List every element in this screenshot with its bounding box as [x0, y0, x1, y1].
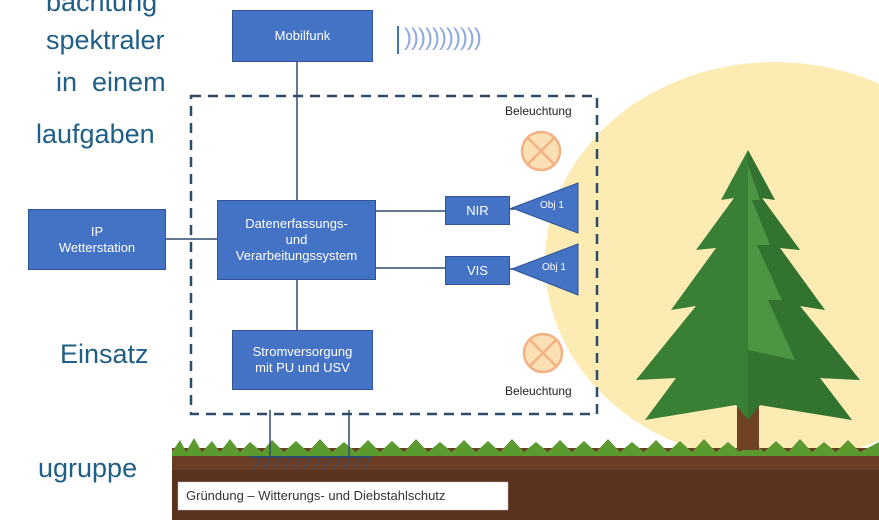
- stromversorgung-box: Stromversorgung mit PU und USV: [232, 330, 373, 390]
- strom-label-2: mit PU und USV: [255, 360, 350, 375]
- mobilfunk-label: Mobilfunk: [274, 28, 331, 43]
- side-text-line-6: ugruppe: [38, 453, 138, 483]
- obj1-bottom-label: Obj 1: [542, 262, 566, 273]
- ground-symbol: [250, 456, 372, 471]
- datenerfassung-label-2: und: [285, 232, 308, 247]
- enclosure-dashed: [189, 94, 599, 416]
- datenerfassung-label-3: Verarbeitungssystem: [235, 248, 358, 263]
- ip-label: IP: [90, 223, 104, 239]
- nir-box: NIR: [445, 196, 510, 225]
- beleuchtung-bottom-label: Beleuchtung: [505, 384, 572, 398]
- tree-crown: [636, 150, 860, 420]
- side-text-line-2: spektraler: [46, 25, 165, 55]
- ip-wetterstation-box: IP Wetterstation: [28, 209, 166, 270]
- side-text-line-5: Einsatz: [60, 339, 149, 369]
- lamp-bottom-icon: [522, 332, 564, 374]
- obj1-top-label: Obj 1: [540, 200, 564, 211]
- nir-label: NIR: [466, 202, 489, 218]
- wetterstation-label: Wetterstation: [58, 239, 136, 255]
- obj1-top-lens: [510, 182, 579, 234]
- side-text-line-3: in einem: [56, 67, 166, 97]
- vis-box: VIS: [445, 256, 510, 285]
- gruendung-label: Gründung – Witterungs- und Diebstahlschu…: [186, 488, 446, 503]
- wireless-signal-icon: ))))))))))): [404, 24, 482, 51]
- mobilfunk-box: Mobilfunk: [232, 10, 373, 62]
- lamp-top-icon: [520, 130, 562, 172]
- obj1-bottom-lens: [510, 243, 579, 296]
- vis-label: VIS: [467, 262, 488, 278]
- gruendung-label-bg: [177, 481, 509, 511]
- side-text-line-4: laufgaben: [36, 119, 155, 149]
- strom-label-1: Stromversorgung: [252, 344, 353, 359]
- side-text-line-1: bachtung: [46, 0, 158, 17]
- datenerfassung-label-1: Datenerfassungs-: [245, 216, 348, 231]
- datenerfassung-box: Datenerfassungs- und Verarbeitungssystem: [217, 200, 376, 280]
- beleuchtung-top-label: Beleuchtung: [505, 104, 572, 118]
